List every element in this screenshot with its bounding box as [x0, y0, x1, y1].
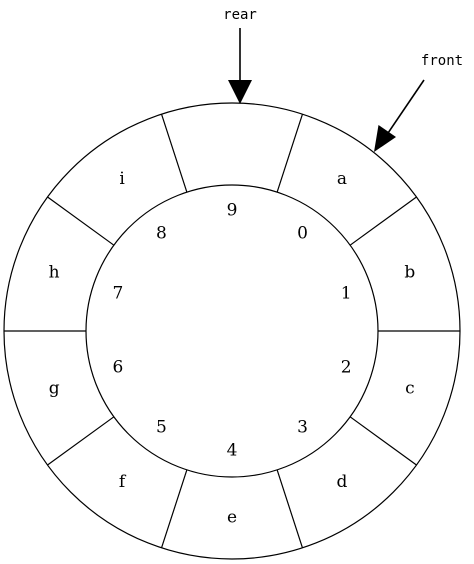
slot-index-8: 8 — [156, 223, 167, 243]
slot-element-a: a — [337, 169, 347, 189]
front-label: front — [421, 53, 463, 69]
slot-index-9: 9 — [227, 201, 238, 221]
front-arrow-shaft — [385, 79, 425, 137]
rear-pointer: rear — [223, 7, 257, 104]
slot-index-7: 7 — [112, 283, 123, 303]
slot-element-b: b — [404, 263, 415, 283]
slot-element-e: e — [227, 508, 237, 528]
slot-element-i: i — [119, 169, 125, 189]
slot-element-labels: a b c d e f g h i — [49, 169, 416, 527]
rear-arrow-head — [228, 80, 252, 104]
slot-index-4: 4 — [227, 441, 238, 461]
slot-divider — [47, 196, 115, 246]
slot-divider — [47, 416, 115, 466]
slot-element-g: g — [49, 378, 60, 398]
slot-element-f: f — [119, 472, 127, 492]
slot-divider — [349, 196, 417, 246]
slot-divider — [276, 113, 304, 193]
inner-ring — [85, 184, 379, 478]
slot-element-d: d — [336, 472, 347, 492]
slot-index-1: 1 — [341, 283, 352, 303]
slot-index-2: 2 — [341, 358, 352, 378]
front-arrow-head — [374, 125, 396, 152]
slot-element-h: h — [49, 263, 60, 283]
slot-index-6: 6 — [112, 358, 123, 378]
rear-label: rear — [223, 7, 257, 23]
front-pointer: front — [374, 53, 463, 152]
slot-index-0: 0 — [297, 223, 308, 243]
slot-index-5: 5 — [156, 418, 167, 438]
slot-divider — [160, 469, 188, 549]
slot-divider — [276, 469, 304, 549]
slot-dividers — [4, 113, 460, 549]
slot-element-c: c — [405, 378, 415, 398]
slot-divider — [160, 113, 188, 193]
slot-divider — [349, 416, 417, 466]
slot-index-labels: 0 1 2 3 4 5 6 7 8 9 — [112, 201, 351, 461]
slot-index-3: 3 — [297, 418, 308, 438]
